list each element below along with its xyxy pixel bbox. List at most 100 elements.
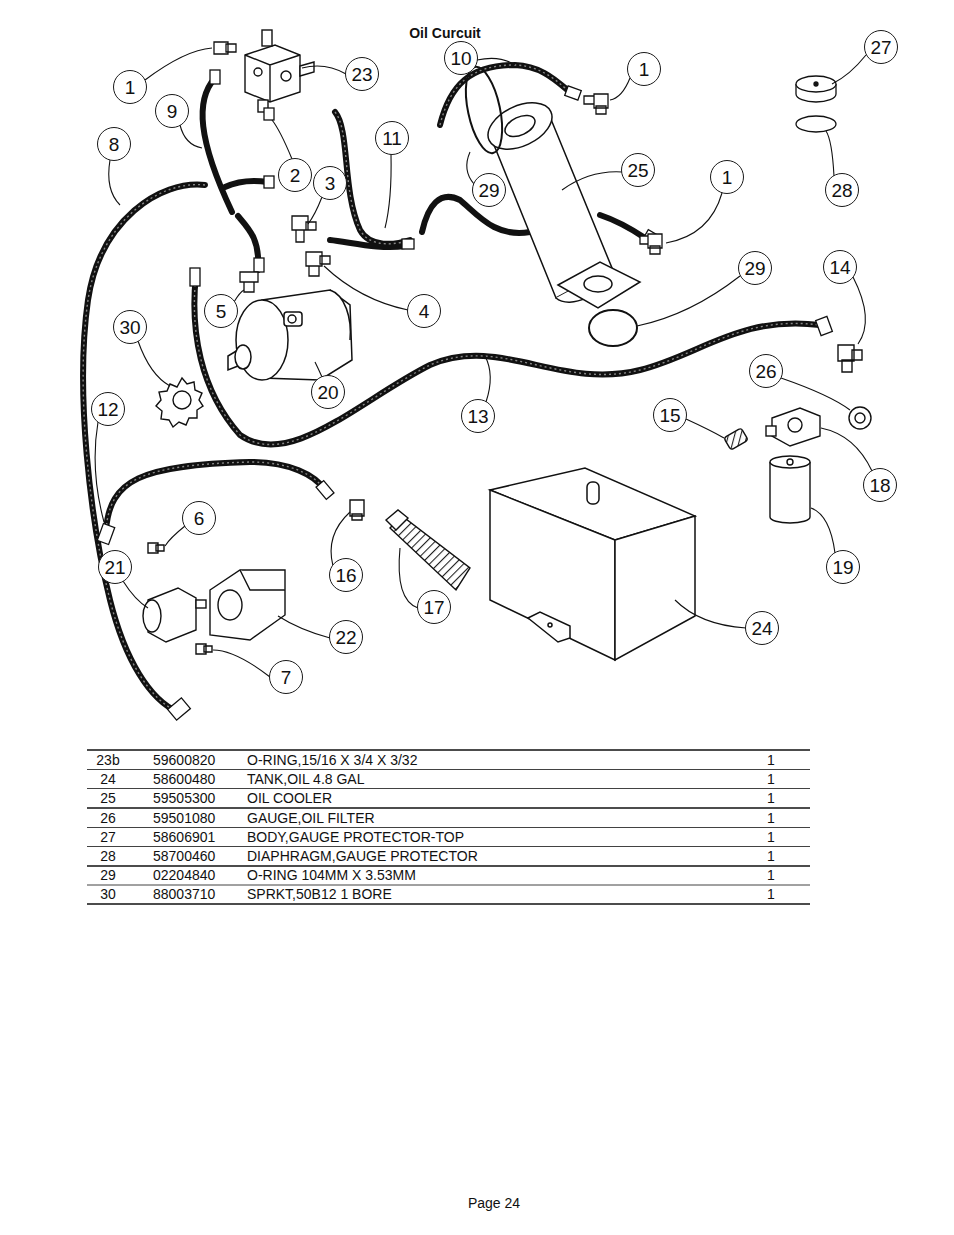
sprocket <box>173 391 191 409</box>
callout-circle: 15 <box>653 398 687 432</box>
valve-block <box>281 71 291 81</box>
o-ring <box>459 64 509 157</box>
leader-line <box>853 277 865 344</box>
callout-circle: 1 <box>710 160 744 194</box>
table-cell: 59501080 <box>153 809 215 827</box>
table-cell: O-RING 104MM X 3.53MM <box>247 866 416 884</box>
suction-strainer <box>350 500 364 520</box>
callout-number: 16 <box>335 566 356 585</box>
leader-line <box>315 362 322 377</box>
callout-circle: 4 <box>407 294 441 328</box>
hose-braid <box>83 185 205 712</box>
filter-assembly <box>770 456 810 468</box>
callout-circle: 30 <box>113 310 147 344</box>
leader-line <box>666 193 722 243</box>
leader-line <box>234 290 244 302</box>
callout-number: 26 <box>755 362 776 381</box>
hose-fitting <box>168 698 191 720</box>
filter-assembly <box>724 345 871 523</box>
valve-block <box>254 68 262 76</box>
leader-line <box>138 341 170 386</box>
hose-fitting <box>816 316 833 335</box>
hose <box>83 65 820 712</box>
table-cell: 58606901 <box>153 828 215 846</box>
leader-line <box>811 508 835 553</box>
hose <box>600 215 645 238</box>
table-rule <box>87 885 810 886</box>
filter-assembly <box>770 462 810 523</box>
oil-cooler <box>481 94 640 308</box>
callout-number: 22 <box>335 628 356 647</box>
filter-assembly <box>772 408 820 446</box>
hose-fitting <box>565 86 582 100</box>
pump-assembly <box>218 590 242 620</box>
callout-circle: 23 <box>345 57 379 91</box>
table-cell: 58600480 <box>153 770 215 788</box>
hydraulic-motor <box>288 315 296 323</box>
filter-assembly <box>855 413 865 423</box>
table-cell: 23b <box>96 751 119 769</box>
hydraulic-motor <box>284 312 302 326</box>
table-rule <box>87 865 810 866</box>
callout-number: 17 <box>423 598 444 617</box>
pump-assembly <box>210 570 285 640</box>
hose <box>203 78 232 212</box>
valve-block <box>262 30 272 46</box>
callout-circle: 5 <box>204 294 238 328</box>
page-number: Page 24 <box>468 1194 520 1212</box>
callout-circle: 11 <box>375 121 409 155</box>
leader-line <box>145 48 212 80</box>
elbow-fitting <box>640 234 662 254</box>
table-cell: DIAPHRAGM,GAUGE PROTECTOR <box>247 847 478 865</box>
leader-line <box>278 616 330 638</box>
pump-assembly <box>148 543 164 553</box>
table-cell: 88003710 <box>153 885 215 903</box>
callout-circle: 1 <box>627 52 661 86</box>
callout-circle: 6 <box>182 501 216 535</box>
oil-cooler <box>584 276 612 292</box>
leader-line <box>821 428 872 471</box>
oil-cooler <box>558 262 640 308</box>
callout-circle: 29 <box>738 251 772 285</box>
leader-line <box>302 66 346 74</box>
elbow-fitting <box>214 42 662 254</box>
hydraulic-motor <box>330 290 350 340</box>
gauge-protector <box>796 116 836 132</box>
leader-line <box>399 548 418 608</box>
table-cell: 1 <box>767 809 775 827</box>
callout-circle: 27 <box>864 30 898 64</box>
callout-number: 1 <box>722 168 733 187</box>
callout-circle: 19 <box>826 550 860 584</box>
elbow-fitting <box>214 42 236 54</box>
filter-assembly <box>838 345 862 372</box>
callout-number: 19 <box>832 558 853 577</box>
callout-number: 29 <box>478 181 499 200</box>
adapter-fitting <box>264 108 274 120</box>
hydraulic-motor <box>236 300 288 380</box>
callout-circle: 14 <box>823 250 857 284</box>
callout-circle: 1 <box>113 70 147 104</box>
table-cell: 1 <box>767 751 775 769</box>
adapter-fitting <box>240 272 258 292</box>
filter-assembly <box>788 418 802 432</box>
callout-circle: 9 <box>155 94 189 128</box>
table-rule <box>87 807 810 808</box>
pump-assembly <box>240 570 285 590</box>
adapter-fitting <box>240 108 330 292</box>
table-cell: 1 <box>767 866 775 884</box>
table-cell: 1 <box>767 770 775 788</box>
pump-assembly <box>196 644 212 654</box>
hydraulic-motor <box>235 345 251 369</box>
leader-line <box>272 120 292 159</box>
table-rule <box>87 788 810 789</box>
pump-assembly <box>196 600 206 608</box>
table-rule <box>87 827 810 828</box>
callout-circle: 26 <box>749 354 783 388</box>
o-ring <box>459 64 637 346</box>
leader-line <box>686 419 724 438</box>
hose-fitting <box>97 70 832 720</box>
callout-number: 21 <box>104 558 125 577</box>
callout-number: 3 <box>325 174 336 193</box>
oil-tank <box>490 490 615 660</box>
table-cell: SPRKT,50B12 1 BORE <box>247 885 392 903</box>
